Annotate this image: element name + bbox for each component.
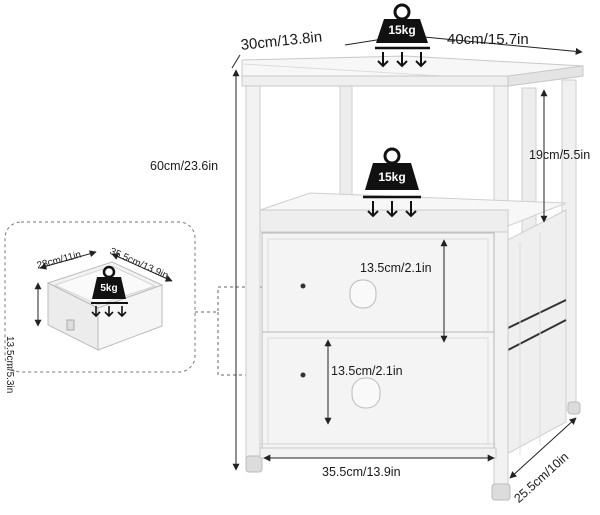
drawer-weight-label: 5kg — [100, 283, 118, 294]
dimension-arrow-icon — [39, 250, 97, 270]
top-weight-label: 15kg — [388, 23, 416, 37]
top-width-label: 40cm/15.7in — [447, 31, 529, 48]
drawer-knob-icon — [349, 279, 377, 309]
down-arrows-icon — [377, 52, 427, 68]
weight-icon — [365, 147, 419, 190]
shelf-weight-label: 15kg — [378, 170, 406, 184]
total-height-label: 60cm/23.6in — [150, 159, 219, 173]
drawer-knob-icon — [351, 377, 381, 409]
weight-icon — [92, 265, 126, 299]
drawer-height-label: 13.5cm/5.3in — [4, 336, 15, 394]
weight-icon — [376, 3, 428, 43]
shelf-gap-label: 19cm/5.5in — [529, 148, 591, 162]
dimension-arrow-icon — [111, 253, 173, 282]
down-arrows-icon — [367, 201, 417, 218]
down-arrows-icon — [91, 306, 127, 318]
drawer1-height-label: 13.5cm/2.1in — [360, 261, 432, 275]
base-width-label: 35.5cm/13.9in — [322, 465, 401, 479]
detail-drawer-handle — [66, 319, 75, 331]
drawer-top — [261, 232, 495, 350]
drawer2-height-label: 13.5cm/2.1in — [331, 364, 403, 378]
